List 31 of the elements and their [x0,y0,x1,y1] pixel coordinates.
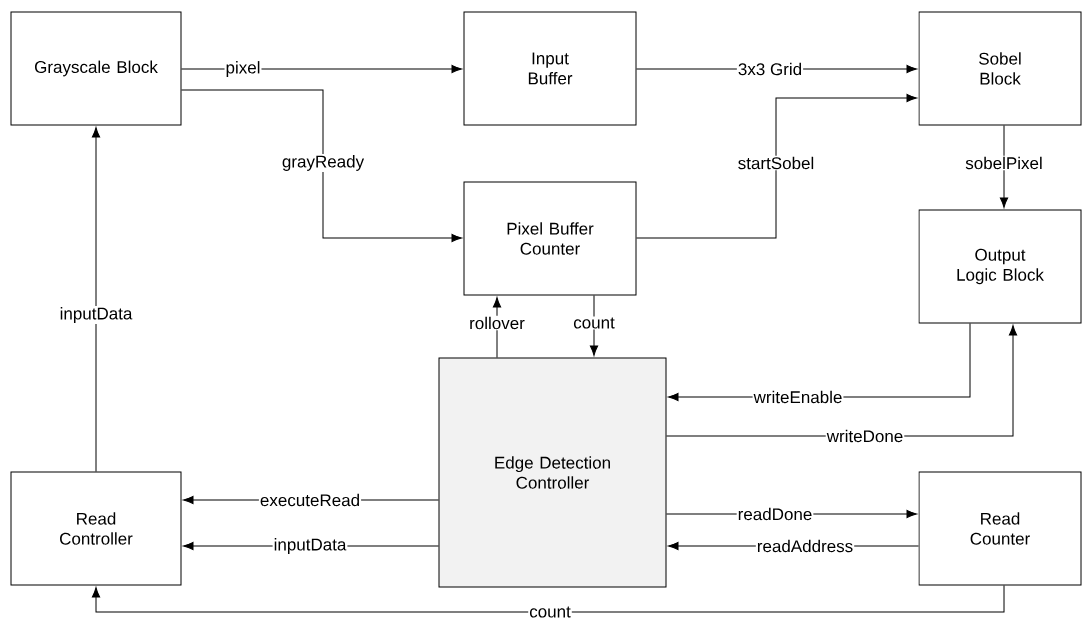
block-box: Read Counter [918,471,1082,586]
block-box: Grayscale Block [10,11,182,126]
arrow [999,125,1009,208]
arrow [181,89,462,243]
edge-label: grayReady [280,154,366,172]
edge-label: writeEnable [752,389,844,405]
edge-label: count [528,605,572,619]
edge-label: sobelPixel [964,155,1044,171]
edge-label: pixel [224,60,262,78]
arrow [589,295,599,356]
edge-label: readDone [736,506,814,522]
edge-label: inputData [58,306,134,324]
edge-label: count [572,316,616,330]
block-box: Input Buffer [463,11,637,126]
block-box: Sobel Block [918,11,1082,126]
arrow [636,93,917,239]
edge-label: executeRead [258,492,362,508]
edge-label: readAddress [755,538,855,554]
edge-label: startSobel [736,155,816,171]
block-box: Pixel Buffer Counter [463,181,637,296]
arrow [91,127,101,472]
block-box: Output Logic Block [918,209,1082,324]
edge-label: writeDone [825,428,905,444]
edge-label: rollover [468,315,526,331]
block-box: Edge Detection Controller [438,357,667,588]
arrow [181,64,462,74]
arrow [492,297,502,358]
edge-label: 3x3 Grid [736,61,804,77]
edge-label: inputData [272,537,348,555]
arrow [91,585,1005,613]
block-box: Read Controller [10,471,182,586]
